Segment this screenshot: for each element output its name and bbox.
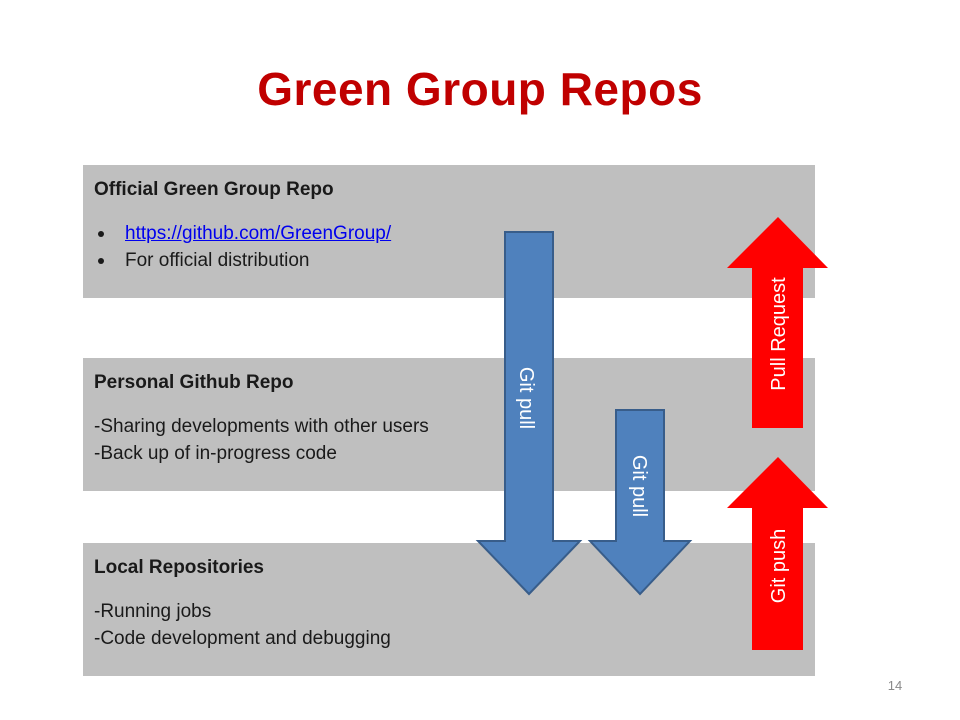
git-pull-short-arrow: Git pull xyxy=(587,409,693,596)
official-repo-box: Official Green Group Repo https://github… xyxy=(83,165,815,298)
slide-title: Green Group Repos xyxy=(257,63,703,115)
list-item: https://github.com/GreenGroup/ xyxy=(94,220,815,247)
pull-request-arrow: Pull Request xyxy=(727,217,828,428)
git-pull-short-label: Git pull xyxy=(628,455,650,517)
git-push-label: Git push xyxy=(768,529,790,603)
local-repo-heading: Local Repositories xyxy=(94,557,264,578)
page-number: 14 xyxy=(887,678,903,693)
personal-repo-box: Personal Github Repo -Sharing developmen… xyxy=(83,358,815,491)
official-repo-heading: Official Green Group Repo xyxy=(94,179,334,200)
list-item: For official distribution xyxy=(94,247,815,274)
git-pull-long-arrow: Git pull xyxy=(475,231,583,596)
local-repo-line: -Code development and debugging xyxy=(94,628,391,649)
local-repo-box: Local Repositories -Running jobs -Code d… xyxy=(83,543,815,676)
personal-repo-line: -Sharing developments with other users xyxy=(94,416,429,437)
personal-repo-line: -Back up of in-progress code xyxy=(94,443,337,464)
git-push-arrow: Git push xyxy=(727,457,828,650)
personal-repo-heading: Personal Github Repo xyxy=(94,372,294,393)
local-repo-line: -Running jobs xyxy=(94,601,212,622)
official-repo-list: https://github.com/GreenGroup/ For offic… xyxy=(94,220,815,274)
github-link[interactable]: https://github.com/GreenGroup/ xyxy=(125,223,392,244)
git-pull-long-label: Git pull xyxy=(515,367,537,429)
pull-request-label: Pull Request xyxy=(768,277,790,391)
